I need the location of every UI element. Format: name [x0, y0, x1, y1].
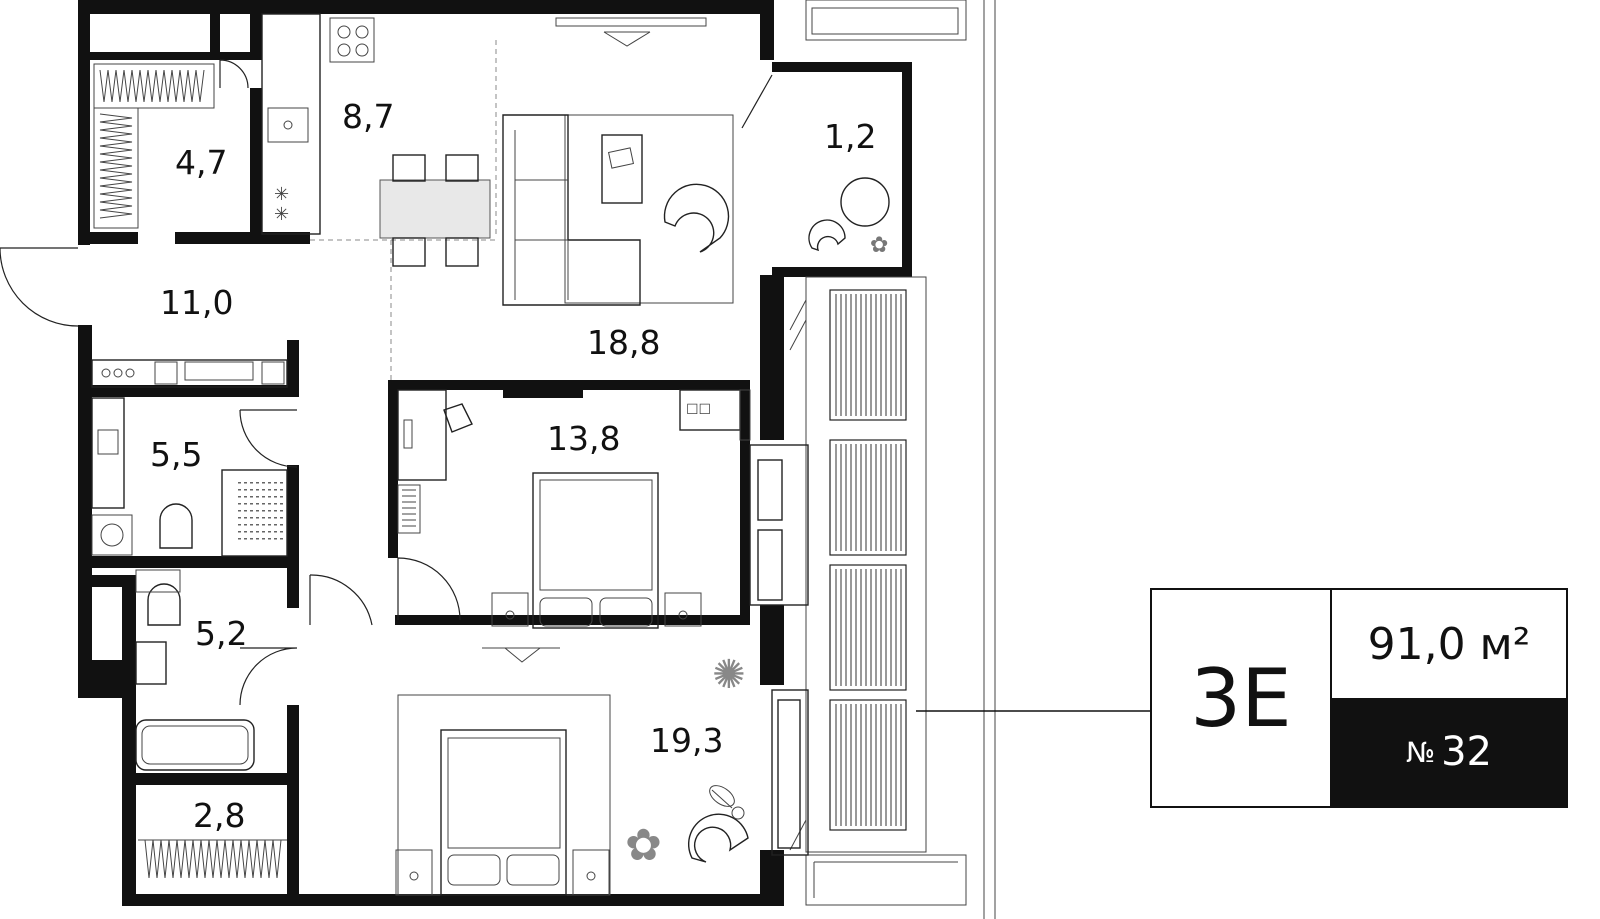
svg-text:✺: ✺ — [712, 652, 746, 698]
apartment-number-badge: № 32 — [1332, 698, 1566, 806]
area-label-bedroom-master: 19,3 — [650, 721, 723, 760]
room-labels: 4,7 8,7 1,2 11,0 18,8 5,5 13,8 5,2 19,3 … — [150, 97, 876, 835]
shower-grid — [238, 482, 283, 540]
apartment-area: 91,0 м² — [1367, 618, 1531, 670]
doors — [0, 59, 773, 706]
area-label-bathroom: 5,5 — [150, 435, 202, 474]
area-label-wardrobe: 4,7 — [175, 143, 227, 182]
svg-text:☐☐: ☐☐ — [686, 402, 711, 418]
windows — [555, 17, 809, 856]
apartment-type: 3E — [1152, 590, 1332, 806]
balcony — [789, 0, 996, 919]
area-label-kitchen: 8,7 — [342, 97, 394, 136]
apartment-number: 32 — [1441, 729, 1493, 775]
apartment-info-box: 3E 91,0 м² № 32 — [1150, 588, 1568, 808]
number-symbol: № — [1405, 735, 1436, 769]
area-label-hall: 11,0 — [160, 283, 233, 322]
svg-text:✿: ✿ — [625, 820, 662, 871]
walls — [78, 0, 912, 906]
area-label-loggia: 1,2 — [824, 117, 876, 156]
area-label-wc: 5,2 — [195, 614, 247, 653]
svg-text:✳: ✳ — [274, 184, 289, 205]
svg-text:✳: ✳ — [274, 204, 289, 225]
area-label-storage: 2,8 — [193, 796, 245, 835]
area-label-bedroom-small: 13,8 — [547, 419, 620, 458]
furniture: ✳ ✳ ✿ — [91, 13, 890, 896]
louvre-panels — [829, 289, 907, 831]
svg-text:✿: ✿ — [870, 233, 888, 258]
area-label-living: 18,8 — [587, 323, 660, 362]
